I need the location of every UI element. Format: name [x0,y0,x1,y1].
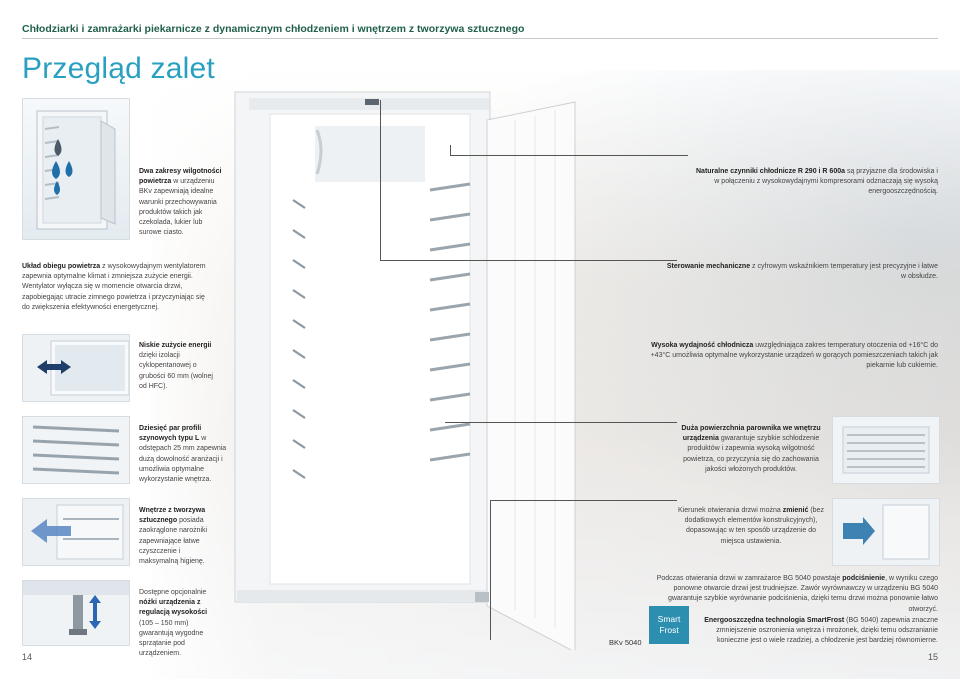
fan-grille [315,129,323,175]
drop-icon [54,181,60,195]
smartfrost-logo: Smart Frost [649,606,689,644]
drop-icon [52,161,60,179]
feature-performance: Wysoka wydajność chłodnicza uwzględniają… [650,342,938,370]
header-divider [22,38,938,39]
feature-humidity: Dwa zakresy wilgotności powietrza w urzą… [139,168,222,237]
feature-freezer-valve: Podczas otwierania drzwi w zamrażarce BG… [656,575,938,613]
feature-smartfrost: Energooszczędna technologia SmartFrost (… [704,617,938,645]
refrigerator-door [486,101,576,650]
leader-line [380,100,381,260]
leader-line [450,155,688,156]
leader-line [490,500,677,501]
page-number-right: 15 [928,652,939,662]
page-title: Przegląd zalet [22,52,215,85]
feature-legs: Dostępne opcjonalnie nóżki urządzenia z … [139,589,208,658]
thumbnail-humidity [22,98,130,240]
feature-insulation: Niskie zużycie energii dzięki izolacji c… [139,342,213,390]
feature-rails: Dziesięć par profili szynowych typu L w … [139,425,227,484]
thumbnail-interior [22,498,130,566]
leader-line [380,260,677,261]
leader-line [445,422,677,423]
digital-display [365,99,379,105]
arrow-left-icon [31,519,71,543]
humidity-illustration [36,110,116,230]
leader-line [490,500,491,640]
section-header: Chłodziarki i zamrażarki piekarnicze z d… [22,23,525,35]
arrow-right-icon [843,517,875,545]
feature-control: Sterowanie mechaniczne z cyfrowym wskaźn… [666,263,938,281]
thumbnail-insulation [22,334,130,402]
feature-circulation: Układ obiegu powietrza z wysokowydajnym … [22,263,206,311]
model-label: BKv 5040 [609,638,642,647]
page-number-left: 14 [22,652,33,662]
refrigerator-illustration [234,91,576,650]
height-adjust-icon [89,595,101,629]
leader-line [450,145,451,155]
feature-interior: Wnętrze z tworzywa sztucznego posiada za… [139,507,208,566]
thumbnail-door [832,498,940,566]
feature-evaporator: Duża powierzchnia parownika we wnętrzu u… [681,425,821,473]
feature-refrigerants: Naturalne czynniki chłodnicze R 290 i R … [696,168,938,196]
feature-door: Kierunek otwierania drzwi można zmienić … [678,507,824,545]
drop-icon [65,161,73,177]
thumbnail-legs [22,580,130,646]
thumbnail-evaporator [832,416,940,484]
thumbnail-rails [22,416,130,484]
double-arrow-icon [37,360,71,374]
drop-icon [54,139,62,156]
